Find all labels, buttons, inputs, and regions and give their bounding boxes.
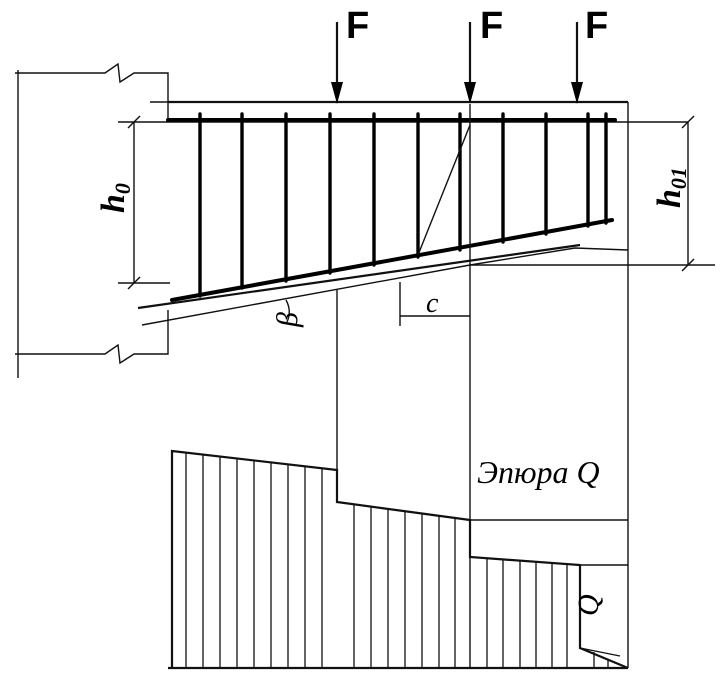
shear-diagram	[168, 449, 629, 670]
left-break-lines	[15, 62, 169, 378]
force-label-3: F	[585, 5, 608, 47]
beta-label: β	[271, 312, 304, 328]
projection-lines	[336, 104, 471, 668]
h0-letter: h	[95, 194, 132, 213]
dimension-h0	[127, 115, 141, 290]
shear-diagram-title: Эпюра Q	[477, 454, 600, 490]
dimension-h01	[681, 115, 695, 272]
force-label-1: F	[346, 5, 369, 47]
beta-arc	[285, 299, 290, 323]
h01-subscript: 01	[666, 167, 691, 189]
h01-letter: h	[651, 189, 688, 208]
force-arrows	[331, 22, 583, 104]
dimension-c	[399, 282, 470, 326]
shear-hatching	[185, 453, 609, 668]
h0-label: h0	[95, 183, 135, 213]
force-label-2: F	[480, 5, 503, 47]
h0-subscript: 0	[110, 183, 135, 194]
inclined-crack	[417, 124, 471, 256]
h01-label: h01	[651, 167, 691, 208]
c-label: c	[426, 288, 439, 319]
inclined-bottom	[137, 218, 629, 326]
stirrups	[198, 112, 608, 298]
q-label: Q	[572, 594, 605, 616]
